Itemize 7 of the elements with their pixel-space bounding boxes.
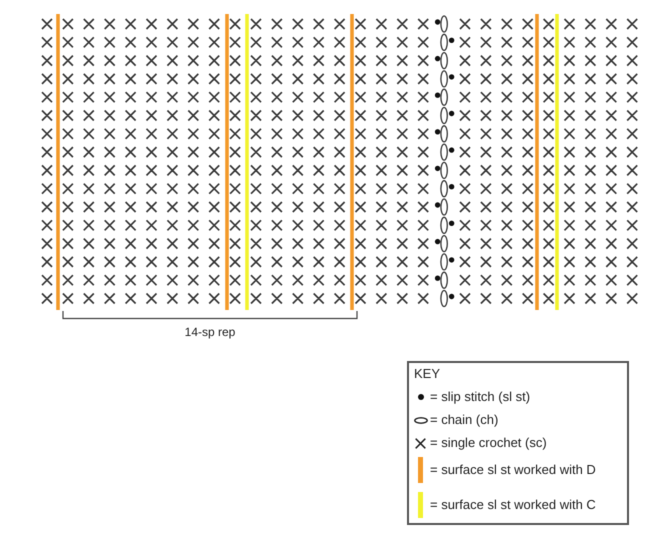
legend-text: = surface sl st worked with C — [430, 497, 596, 513]
legend-text: = surface sl st worked with D — [430, 462, 596, 478]
legend-text: = slip stitch (sl st) — [430, 389, 530, 405]
legend-text: = chain (ch) — [430, 412, 498, 428]
key-heading: KEY — [414, 366, 440, 382]
repeat-label: 14-sp rep — [184, 324, 236, 340]
legend-text: = single crochet (sc) — [430, 435, 547, 451]
